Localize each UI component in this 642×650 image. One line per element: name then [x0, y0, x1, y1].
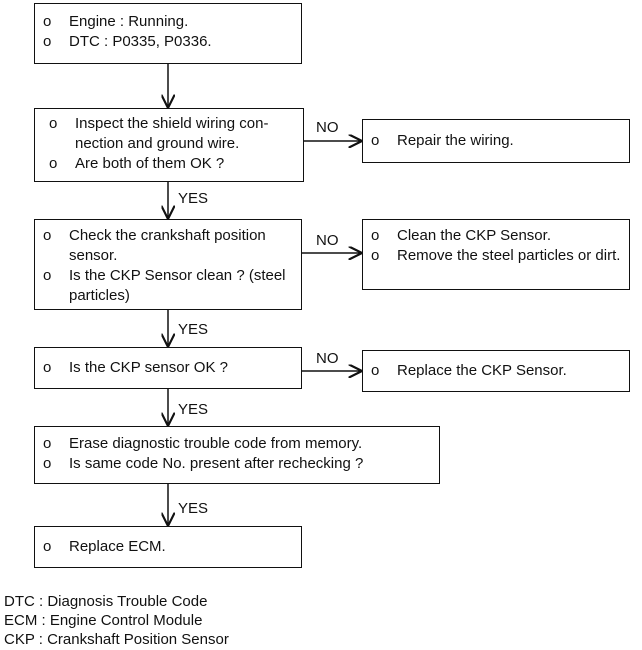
legend-entry: ECM : Engine Control Module	[4, 612, 203, 629]
step1-item: o Inspect the shield wiring con- nection …	[49, 114, 295, 154]
end-item-text: Replace ECM.	[69, 538, 166, 555]
bullet: o	[371, 362, 380, 379]
step1-box: o Inspect the shield wiring con- nection …	[34, 108, 304, 182]
end-box: o Replace ECM.	[34, 526, 302, 568]
step3-no-box: o Replace the CKP Sensor.	[362, 350, 630, 392]
abbreviation-legend: DTC : Diagnosis Trouble Code ECM : Engin…	[4, 592, 229, 649]
bullet: o	[371, 227, 380, 244]
start-item: o DTC : P0335, P0336.	[43, 32, 293, 52]
step2-no-item-text: Remove the steel particles or dirt.	[397, 247, 621, 264]
bullet: o	[43, 359, 52, 376]
step3-no-item: o Replace the CKP Sensor.	[371, 361, 621, 381]
step1-no-label: NO	[316, 119, 339, 136]
legend-entry: CKP : Crankshaft Position Sensor	[4, 631, 229, 648]
step3-no-label: NO	[316, 350, 339, 367]
bullet: o	[49, 155, 58, 172]
step4-box: o Erase diagnostic trouble code from memo…	[34, 426, 440, 484]
bullet: o	[43, 33, 52, 50]
step2-no-label: NO	[316, 232, 339, 249]
bullet: o	[371, 247, 380, 264]
step1-yes-label: YES	[178, 190, 209, 207]
bullet: o	[43, 538, 52, 555]
step3-no-item-text: Replace the CKP Sensor.	[397, 362, 567, 379]
step3-box: o Is the CKP sensor OK ?	[34, 347, 302, 389]
step3-item: o Is the CKP sensor OK ?	[43, 358, 293, 378]
end-item: o Replace ECM.	[43, 537, 293, 557]
step4-yes-label: YES	[178, 500, 209, 517]
step1-item: o Are both of them OK ?	[49, 154, 295, 174]
bullet: o	[43, 435, 52, 452]
step3-yes-label: YES	[178, 401, 209, 418]
bullet: o	[43, 267, 52, 284]
start-item: o Engine : Running.	[43, 12, 293, 32]
step4-item-text: Is same code No. present after recheckin…	[69, 455, 364, 472]
bullet: o	[371, 132, 380, 149]
step2-no-item: o Remove the steel particles or dirt.	[371, 246, 621, 266]
step2-item-text: Is the CKP Sensor clean ? (steel particl…	[69, 267, 286, 304]
step2-box: o Check the crankshaft position sensor. o…	[34, 219, 302, 310]
step1-item-text: Inspect the shield wiring con- nection a…	[75, 115, 269, 152]
bullet: o	[43, 227, 52, 244]
step4-item-text: Erase diagnostic trouble code from memor…	[69, 435, 363, 452]
step2-item: o Check the crankshaft position sensor.	[43, 226, 293, 266]
step2-yes-label: YES	[178, 321, 209, 338]
step2-no-item: o Clean the CKP Sensor.	[371, 226, 621, 246]
step2-item-text: Check the crankshaft position sensor.	[69, 227, 266, 264]
start-item-text: Engine : Running.	[69, 13, 189, 30]
step1-no-box: o Repair the wiring.	[362, 119, 630, 163]
bullet: o	[43, 13, 52, 30]
bullet: o	[49, 115, 58, 132]
step3-item-text: Is the CKP sensor OK ?	[69, 359, 228, 376]
start-item-text: DTC : P0335, P0336.	[69, 33, 212, 50]
legend-entry: DTC : Diagnosis Trouble Code	[4, 593, 208, 610]
bullet: o	[43, 455, 52, 472]
step2-item: o Is the CKP Sensor clean ? (steel partic…	[43, 266, 293, 306]
step4-item: o Erase diagnostic trouble code from memo…	[43, 434, 431, 454]
step2-no-item-text: Clean the CKP Sensor.	[397, 227, 551, 244]
step4-item: o Is same code No. present after rechecki…	[43, 454, 431, 474]
step1-no-item: o Repair the wiring.	[371, 131, 621, 151]
step1-item-text: Are both of them OK ?	[75, 155, 225, 172]
step1-no-item-text: Repair the wiring.	[397, 132, 514, 149]
